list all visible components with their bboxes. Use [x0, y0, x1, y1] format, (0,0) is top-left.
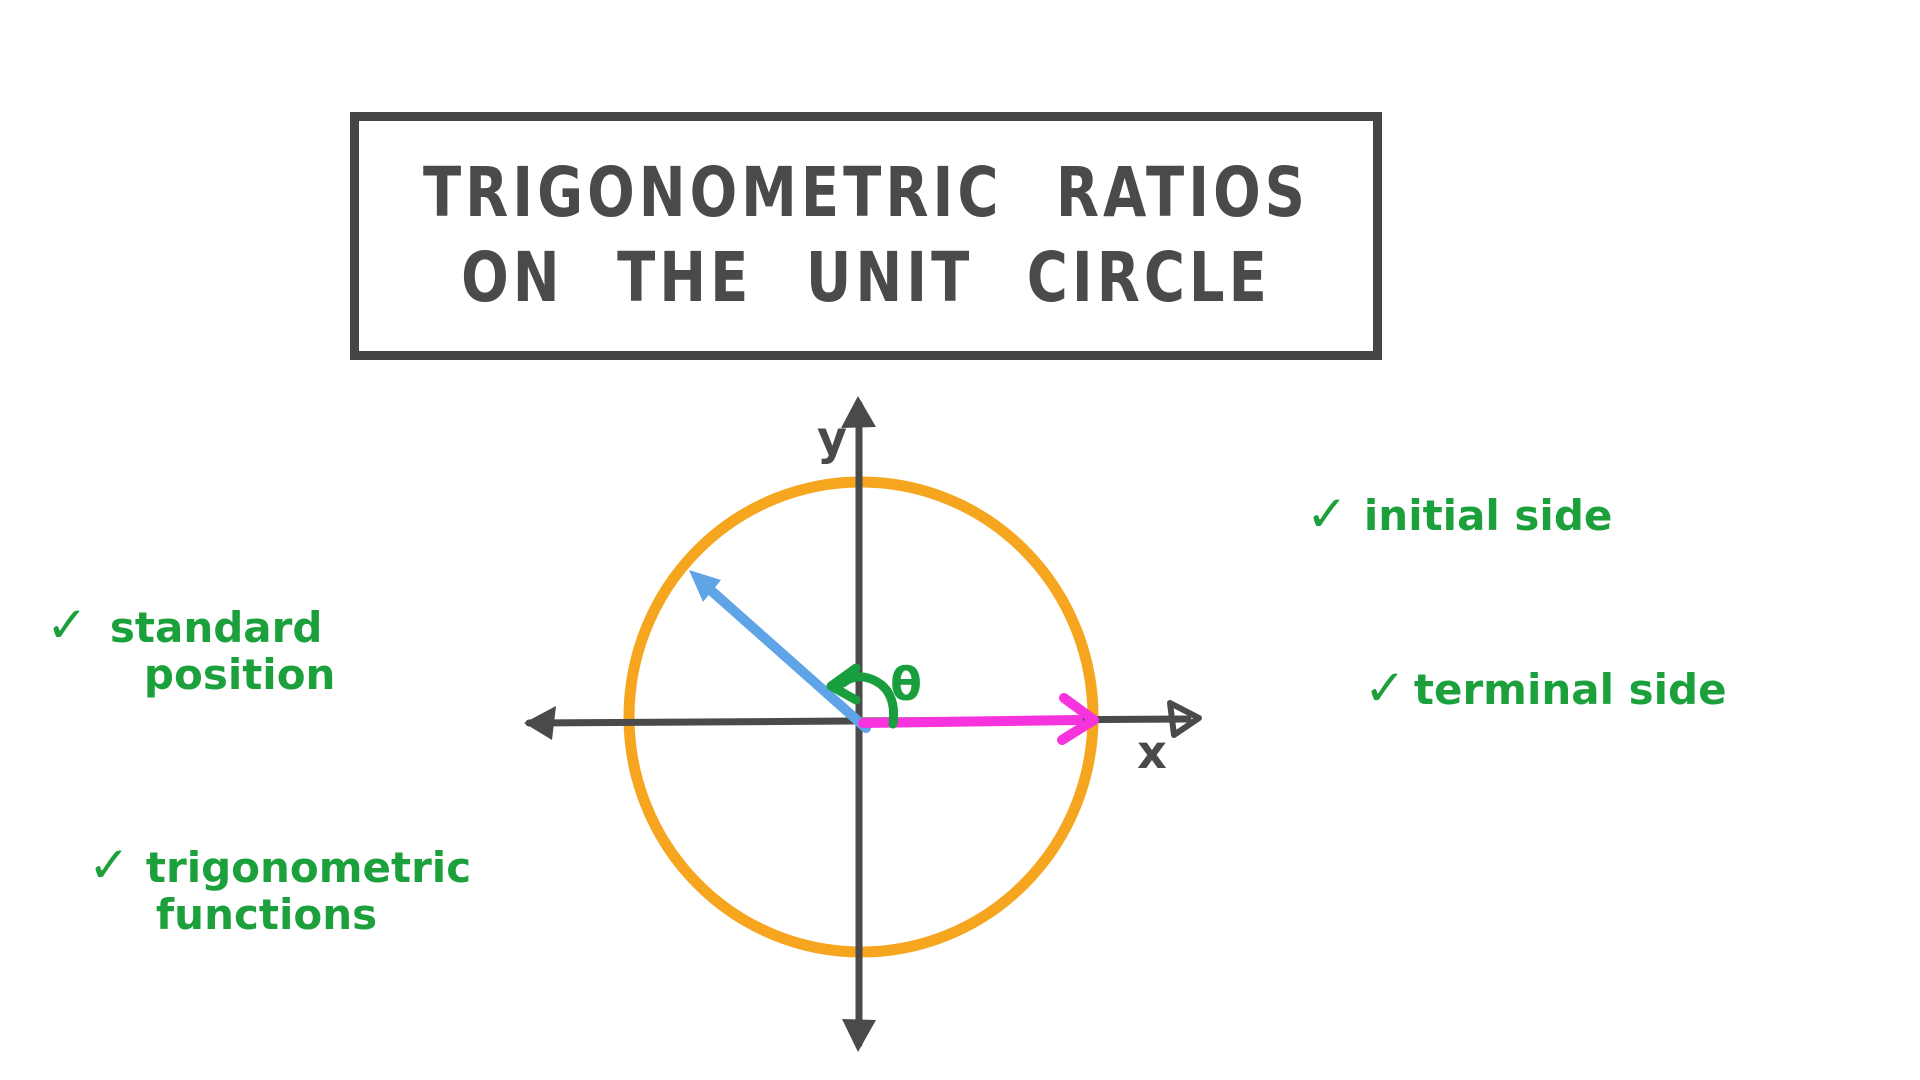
- note-standard-position: ✓ standard position: [46, 600, 336, 698]
- y-axis-label: y: [817, 411, 847, 465]
- checkmark-icon: ✓: [1364, 658, 1406, 717]
- note-line: functions: [155, 890, 378, 940]
- terminal-side-arrowhead: [689, 570, 721, 602]
- checkmark-icon: ✓: [46, 596, 88, 654]
- angle-arc: [838, 672, 899, 729]
- note-initial-side-text: initial side: [1363, 491, 1613, 540]
- title-box: TRIGONOMETRIC RATIOS ON THE UNIT CIRCLE: [350, 112, 1382, 360]
- initial-side-arrowhead: [1057, 693, 1099, 745]
- title-line-1: TRIGONOMETRIC RATIOS: [422, 153, 1309, 234]
- x-axis-label: x: [1137, 725, 1167, 779]
- terminal-side-arrow: [701, 581, 871, 733]
- title-line-2: ON THE UNIT CIRCLE: [461, 238, 1271, 319]
- y-axis-bottom-arrowhead: [842, 1019, 876, 1052]
- checkmark-icon: ✓: [1306, 484, 1348, 543]
- note-initial-side: ✓ initial side: [1306, 484, 1613, 543]
- note-line: position: [143, 650, 336, 700]
- note-line: trigonometric: [145, 843, 472, 892]
- initial-side-arrow: [858, 715, 1083, 728]
- note-trigonometric-functions-text: trigonometric functions: [146, 844, 471, 938]
- x-axis-left-arrowhead: [524, 706, 556, 740]
- note-trigonometric-functions: ✓ trigonometric functions: [88, 840, 471, 938]
- note-terminal-side: ✓ terminal side: [1364, 658, 1727, 717]
- note-standard-position-text: standard position: [110, 604, 336, 698]
- note-terminal-side-text: terminal side: [1413, 665, 1727, 714]
- x-axis-right-arrowhead: [1167, 700, 1202, 738]
- angle-arc-arrowhead: [826, 663, 861, 705]
- angle-theta-label: θ: [890, 657, 922, 711]
- checkmark-icon: ✓: [88, 836, 130, 894]
- note-line: standard: [109, 603, 323, 652]
- y-axis-top-arrowhead: [841, 396, 876, 428]
